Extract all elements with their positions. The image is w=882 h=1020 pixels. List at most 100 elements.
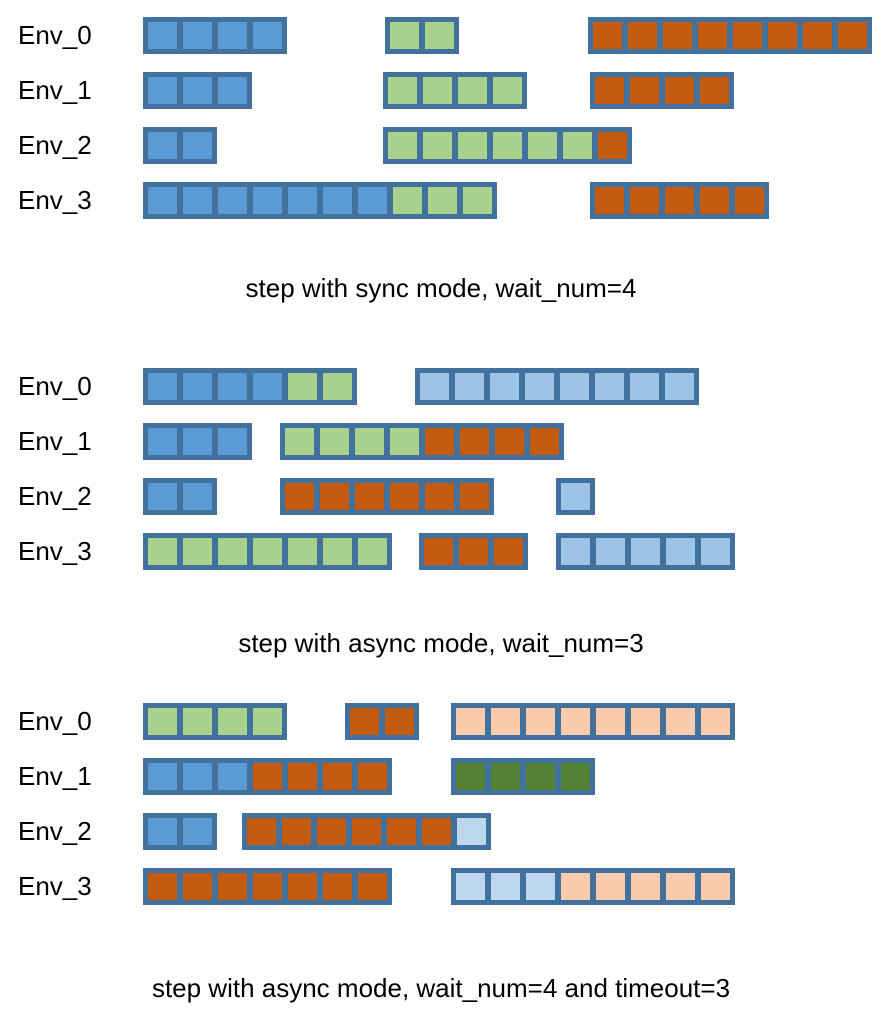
green-step-cell xyxy=(423,77,452,104)
env-label: Env_1 xyxy=(18,75,92,105)
pale-blue-step-cell xyxy=(456,873,485,900)
peach-step-cell xyxy=(596,873,625,900)
blue-step-cell xyxy=(148,483,177,510)
blue-step-cell xyxy=(183,483,212,510)
step-segment xyxy=(419,533,528,570)
orange-step-cell xyxy=(424,538,453,565)
peach-step-cell xyxy=(701,873,730,900)
blue-step-cell xyxy=(183,22,212,49)
light-blue-step-cell xyxy=(595,373,624,400)
peach-step-cell xyxy=(631,873,660,900)
step-segment xyxy=(143,478,217,515)
env-row-env_0: Env_0 xyxy=(0,17,882,54)
env-label: Env_3 xyxy=(18,185,92,215)
light-blue-step-cell xyxy=(561,483,590,510)
orange-step-cell xyxy=(183,873,212,900)
light-blue-step-cell xyxy=(701,538,730,565)
light-blue-step-cell xyxy=(665,373,694,400)
step-segment xyxy=(451,758,595,795)
peach-step-cell xyxy=(456,708,485,735)
orange-step-cell xyxy=(247,818,276,845)
peach-step-cell xyxy=(666,873,695,900)
light-blue-step-cell xyxy=(525,373,554,400)
orange-step-cell xyxy=(355,483,384,510)
step-segment xyxy=(556,478,595,515)
step-segment xyxy=(143,72,252,109)
blue-step-cell xyxy=(218,428,247,455)
green-step-cell xyxy=(183,708,212,735)
blue-step-cell xyxy=(183,373,212,400)
blue-step-cell xyxy=(218,373,247,400)
peach-step-cell xyxy=(561,708,590,735)
green-step-cell xyxy=(393,187,422,214)
env-row-env_2: Env_2 xyxy=(0,127,882,164)
orange-step-cell xyxy=(630,77,659,104)
env-row-env_0: Env_0 xyxy=(0,703,882,740)
env-row-env_1: Env_1 xyxy=(0,423,882,460)
orange-step-cell xyxy=(323,763,352,790)
orange-step-cell xyxy=(630,187,659,214)
green-step-cell xyxy=(388,132,417,159)
blue-step-cell xyxy=(218,77,247,104)
peach-step-cell xyxy=(561,873,590,900)
orange-step-cell xyxy=(253,763,282,790)
step-segment xyxy=(143,533,392,570)
blue-step-cell xyxy=(183,132,212,159)
orange-step-cell xyxy=(387,818,416,845)
orange-step-cell xyxy=(733,22,762,49)
orange-step-cell xyxy=(385,708,414,735)
env-label: Env_1 xyxy=(18,761,92,791)
dark-green-step-cell xyxy=(491,763,520,790)
orange-step-cell xyxy=(358,873,387,900)
green-step-cell xyxy=(148,538,177,565)
orange-step-cell xyxy=(422,818,451,845)
step-segment xyxy=(280,423,564,460)
env-label: Env_2 xyxy=(18,816,92,846)
orange-step-cell xyxy=(320,483,349,510)
light-blue-step-cell xyxy=(630,373,659,400)
orange-step-cell xyxy=(323,873,352,900)
green-step-cell xyxy=(458,132,487,159)
green-step-cell xyxy=(148,708,177,735)
orange-step-cell xyxy=(425,428,454,455)
blue-step-cell xyxy=(183,77,212,104)
orange-step-cell xyxy=(665,77,694,104)
orange-step-cell xyxy=(288,763,317,790)
step-segment xyxy=(143,368,357,405)
light-blue-step-cell xyxy=(455,373,484,400)
orange-step-cell xyxy=(460,428,489,455)
peach-step-cell xyxy=(631,708,660,735)
pale-blue-step-cell xyxy=(526,873,555,900)
green-step-cell xyxy=(253,538,282,565)
green-step-cell xyxy=(285,428,314,455)
step-segment xyxy=(143,182,497,219)
env-label: Env_2 xyxy=(18,481,92,511)
step-segment xyxy=(143,423,252,460)
blue-step-cell xyxy=(218,22,247,49)
env-label: Env_0 xyxy=(18,20,92,50)
orange-step-cell xyxy=(148,873,177,900)
step-segment xyxy=(143,868,392,905)
green-step-cell xyxy=(493,132,522,159)
env-row-env_1: Env_1 xyxy=(0,758,882,795)
green-step-cell xyxy=(458,77,487,104)
blue-step-cell xyxy=(253,373,282,400)
orange-step-cell xyxy=(459,538,488,565)
orange-step-cell xyxy=(285,483,314,510)
blue-step-cell xyxy=(358,187,387,214)
green-step-cell xyxy=(463,187,492,214)
step-segment xyxy=(143,17,287,54)
blue-step-cell xyxy=(148,187,177,214)
step-segment xyxy=(143,813,217,850)
orange-step-cell xyxy=(352,818,381,845)
orange-step-cell xyxy=(350,708,379,735)
orange-step-cell xyxy=(593,22,622,49)
orange-step-cell xyxy=(317,818,346,845)
blue-step-cell xyxy=(148,428,177,455)
blue-step-cell xyxy=(148,818,177,845)
orange-step-cell xyxy=(700,187,729,214)
orange-step-cell xyxy=(628,22,657,49)
orange-step-cell xyxy=(494,538,523,565)
orange-step-cell xyxy=(390,483,419,510)
